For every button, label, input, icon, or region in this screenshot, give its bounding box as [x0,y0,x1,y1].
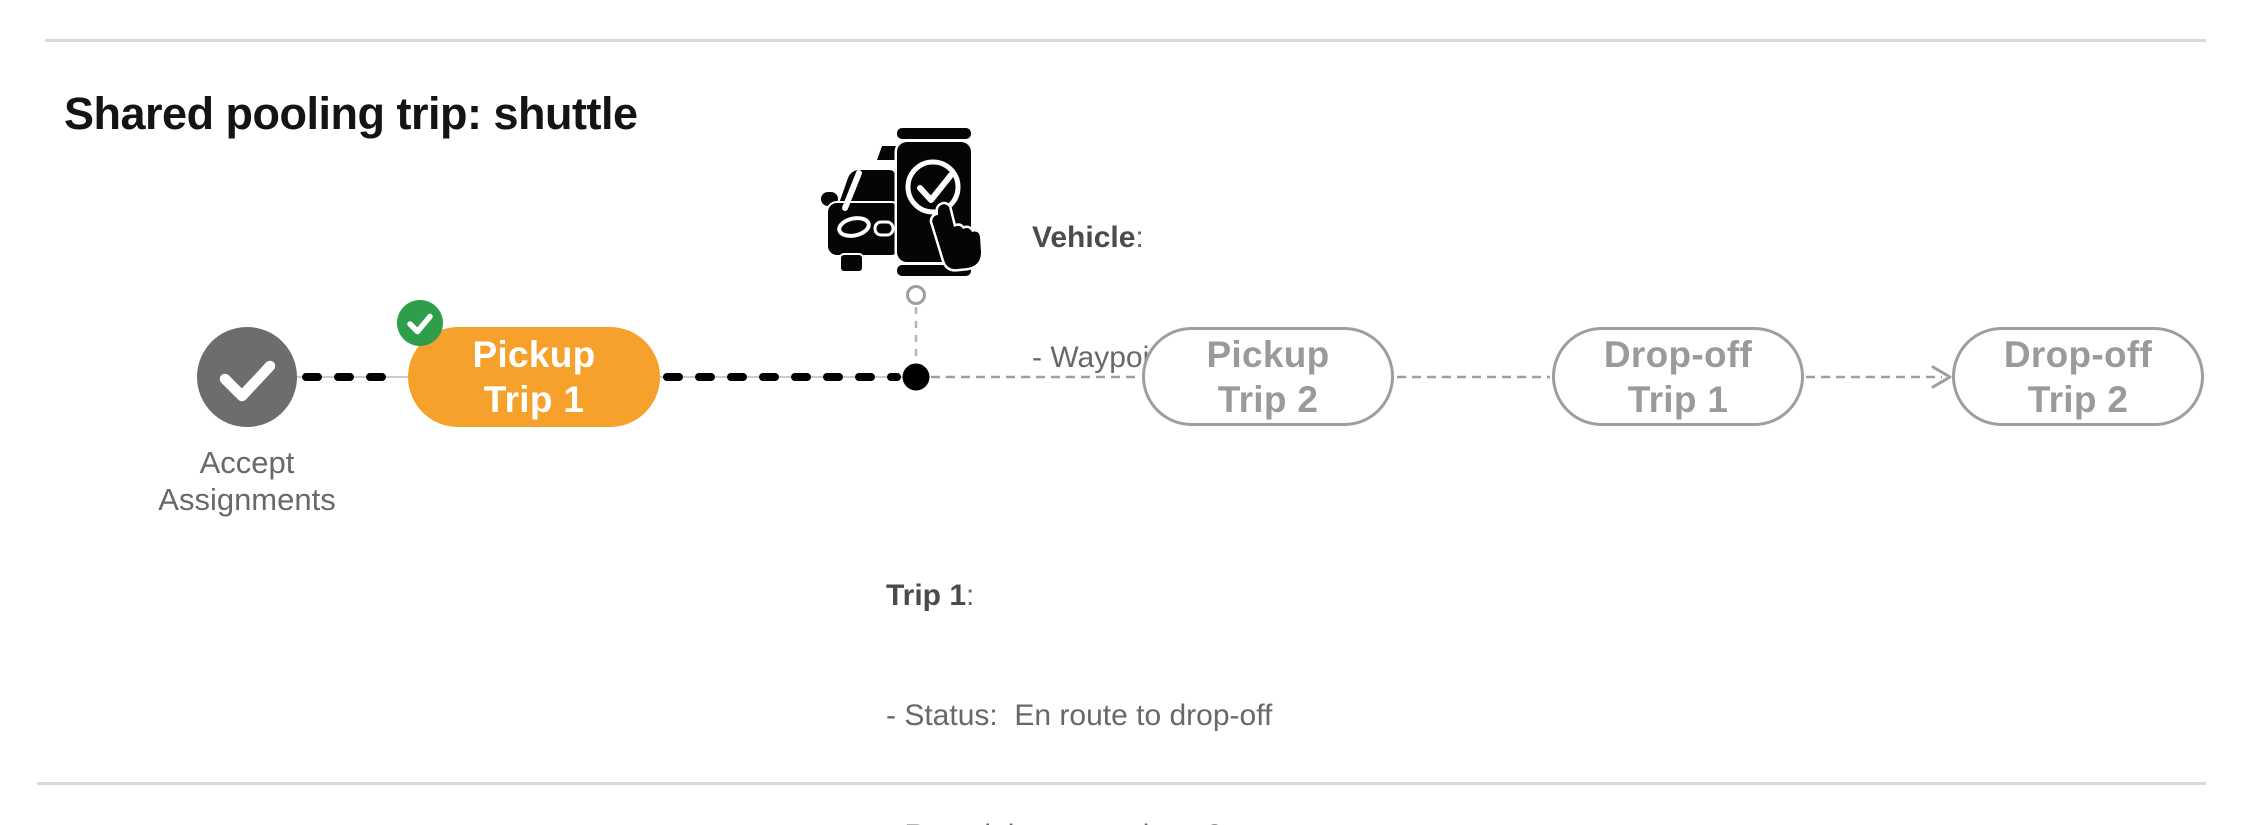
waypoint-ring-icon [906,285,926,305]
current-position-dot-icon [902,363,930,391]
trip1-title: Trip 1 [886,579,967,612]
check-badge-icon [397,300,443,346]
accept-assignments-node [197,327,297,427]
vehicle-title: Vehicle [1032,221,1136,254]
pill-dropoff-trip-1: Drop-off Trip 1 [1552,327,1804,426]
pill-line1: Drop-off [1603,333,1753,375]
trip-status-annotation: Trip 1: - Status: En route to drop-off -… [886,496,1272,825]
trip1-title-colon: : [966,579,975,612]
trip1-remaining-waypoints: - Remaining waypoints: 2 [886,816,1272,825]
bottom-divider [37,782,2206,785]
accept-label-line2: Assignments [158,482,336,517]
pill-pickup-trip-1: Pickup Trip 1 [408,327,660,427]
vehicle-title-colon: : [1135,221,1144,254]
pill-line1: Drop-off [2003,333,2153,375]
check-icon [219,360,276,402]
vehicle-annotation-title: Vehicle: [1032,218,1223,258]
pill-line1: Pickup [1206,333,1330,375]
page-title: Shared pooling trip: shuttle [64,88,638,139]
pill-line1: Pickup [472,334,596,375]
accept-assignments-label: Accept Assignments [97,444,397,518]
pill-line2: Trip 1 [1627,378,1729,420]
top-divider [45,39,2206,42]
trip1-status: - Status: En route to drop-off [886,699,1273,732]
accept-label-line1: Accept [199,445,295,480]
trip1-title-line: Trip 1: [886,576,1272,616]
vehicle-phone-check-icon [819,126,984,279]
pill-line2: Trip 1 [483,379,585,420]
pill-line2: Trip 2 [1217,378,1319,420]
pill-dropoff-trip-2: Drop-off Trip 2 [1952,327,2204,426]
pill-line2: Trip 2 [2027,378,2129,420]
pill-pickup-trip-2: Pickup Trip 2 [1142,327,1394,426]
arrow-head-icon [1931,365,1952,389]
